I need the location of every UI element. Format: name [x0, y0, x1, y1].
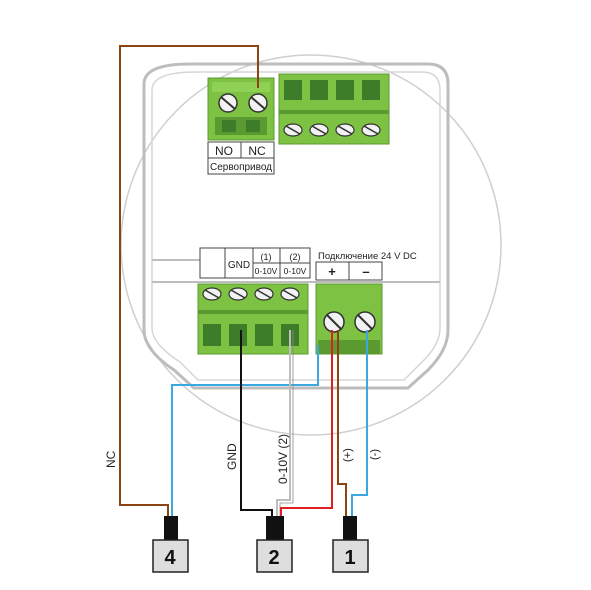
ch1-index: (1)	[261, 252, 272, 262]
wire-nc-brown	[119, 45, 259, 518]
wire-label-plus: (+)	[342, 448, 354, 462]
ch1-range: 0-10V	[255, 266, 278, 276]
power-header-table	[315, 261, 383, 281]
wire-signal-white-edge	[279, 330, 294, 518]
wire-label-gnd: GND	[225, 443, 239, 470]
connector-1-label: 1	[344, 547, 355, 569]
gnd-header: GND	[228, 260, 250, 271]
connector-1: 1	[332, 539, 369, 573]
servo-nc-label: NC	[248, 144, 266, 158]
wire-label-nc: NC	[104, 450, 118, 468]
wire-label-minus: (-)	[369, 449, 381, 460]
ch2-index: (2)	[290, 252, 301, 262]
servo-no-label: NO	[215, 144, 233, 158]
device-housing-outline	[142, 62, 450, 390]
power-plus-label: +	[328, 264, 336, 279]
connector-2-label: 2	[268, 547, 279, 569]
power-title: Подключение 24 V DC	[318, 251, 417, 262]
power-minus-label: –	[362, 264, 369, 279]
wire-blue-4	[171, 345, 319, 518]
servo-caption: Сервопривод	[210, 162, 272, 173]
signal-header-table	[199, 247, 311, 279]
connector-4: 4	[152, 539, 189, 573]
aux-terminal-block	[278, 73, 390, 145]
plug-1	[343, 516, 357, 540]
power-terminal-block	[315, 283, 383, 355]
wire-plus-brown	[337, 330, 347, 518]
ch2-range: 0-10V	[284, 266, 307, 276]
wire-minus-blue	[351, 330, 368, 518]
plug-4	[164, 516, 178, 540]
signal-terminal-block	[197, 283, 309, 355]
connector-2: 2	[256, 539, 293, 573]
wire-plus-red	[280, 330, 333, 518]
device-housing-inner	[151, 71, 441, 381]
wire-gnd-black	[240, 330, 273, 518]
plug-2	[266, 516, 284, 540]
wire-label-signal: 0-10V (2)	[276, 434, 290, 484]
wire-signal-white	[276, 330, 291, 518]
servo-terminal-block	[207, 77, 275, 141]
connector-4-label: 4	[164, 547, 176, 569]
